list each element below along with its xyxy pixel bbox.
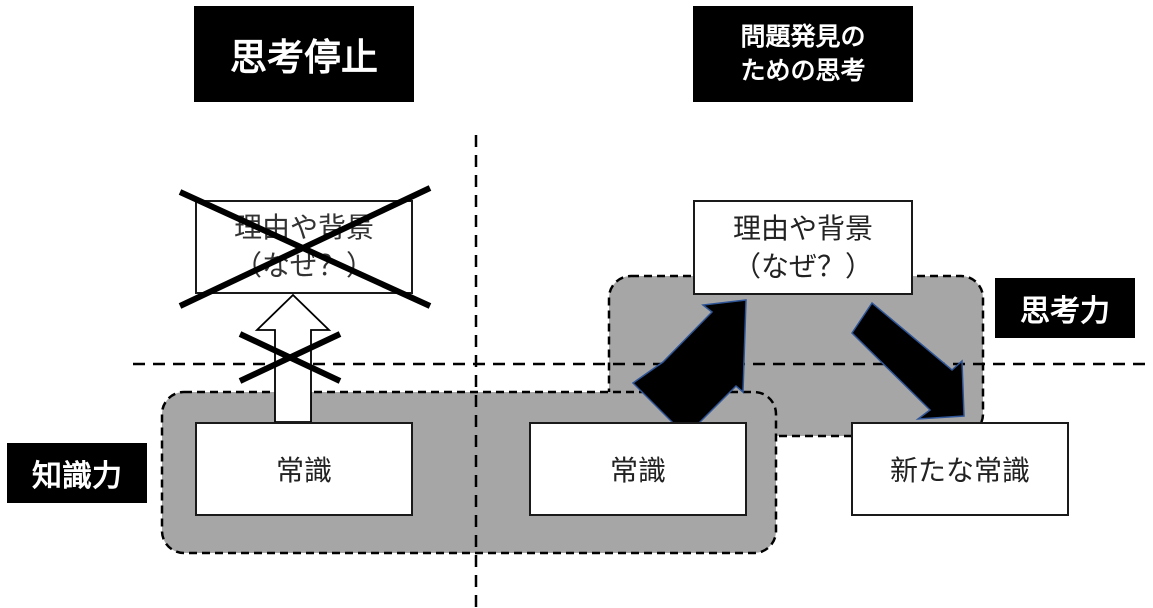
knowledge-tag: 知識力 [7, 443, 147, 503]
left-title-tag: 思考停止 [194, 6, 414, 102]
arrow-to-new-common-sense [851, 301, 965, 420]
arrow-to-reason [631, 299, 747, 438]
right-title-line1: 問題発見の [740, 22, 866, 51]
left-reason-line1: 理由や背景 [233, 211, 374, 244]
thinking-label: 思考力 [1020, 294, 1110, 329]
arrow-cross-mark [238, 331, 342, 384]
thinking-tag: 思考力 [995, 278, 1135, 338]
left-title: 思考停止 [230, 36, 378, 79]
right-reason-line1: 理由や背景 [732, 211, 873, 245]
left-reason-line2: （なぜ？） [233, 249, 374, 282]
right-title-tag: 問題発見の ための思考 [693, 6, 913, 102]
knowledge-label: 知識力 [32, 459, 122, 494]
right-common-sense-label: 常識 [609, 454, 666, 487]
left-common-sense-box: 常識 [195, 422, 413, 516]
new-common-sense-label: 新たな常識 [889, 454, 1030, 487]
left-common-sense-label: 常識 [275, 454, 332, 487]
right-reason-box: 理由や背景 （なぜ？） [693, 200, 913, 295]
new-common-sense-box: 新たな常識 [851, 422, 1069, 516]
right-common-sense-box: 常識 [529, 422, 747, 516]
right-title-line2: ための思考 [740, 56, 866, 85]
left-reason-box: 理由や背景 （なぜ？） [195, 200, 413, 294]
right-reason-line2: （なぜ？） [732, 249, 873, 283]
